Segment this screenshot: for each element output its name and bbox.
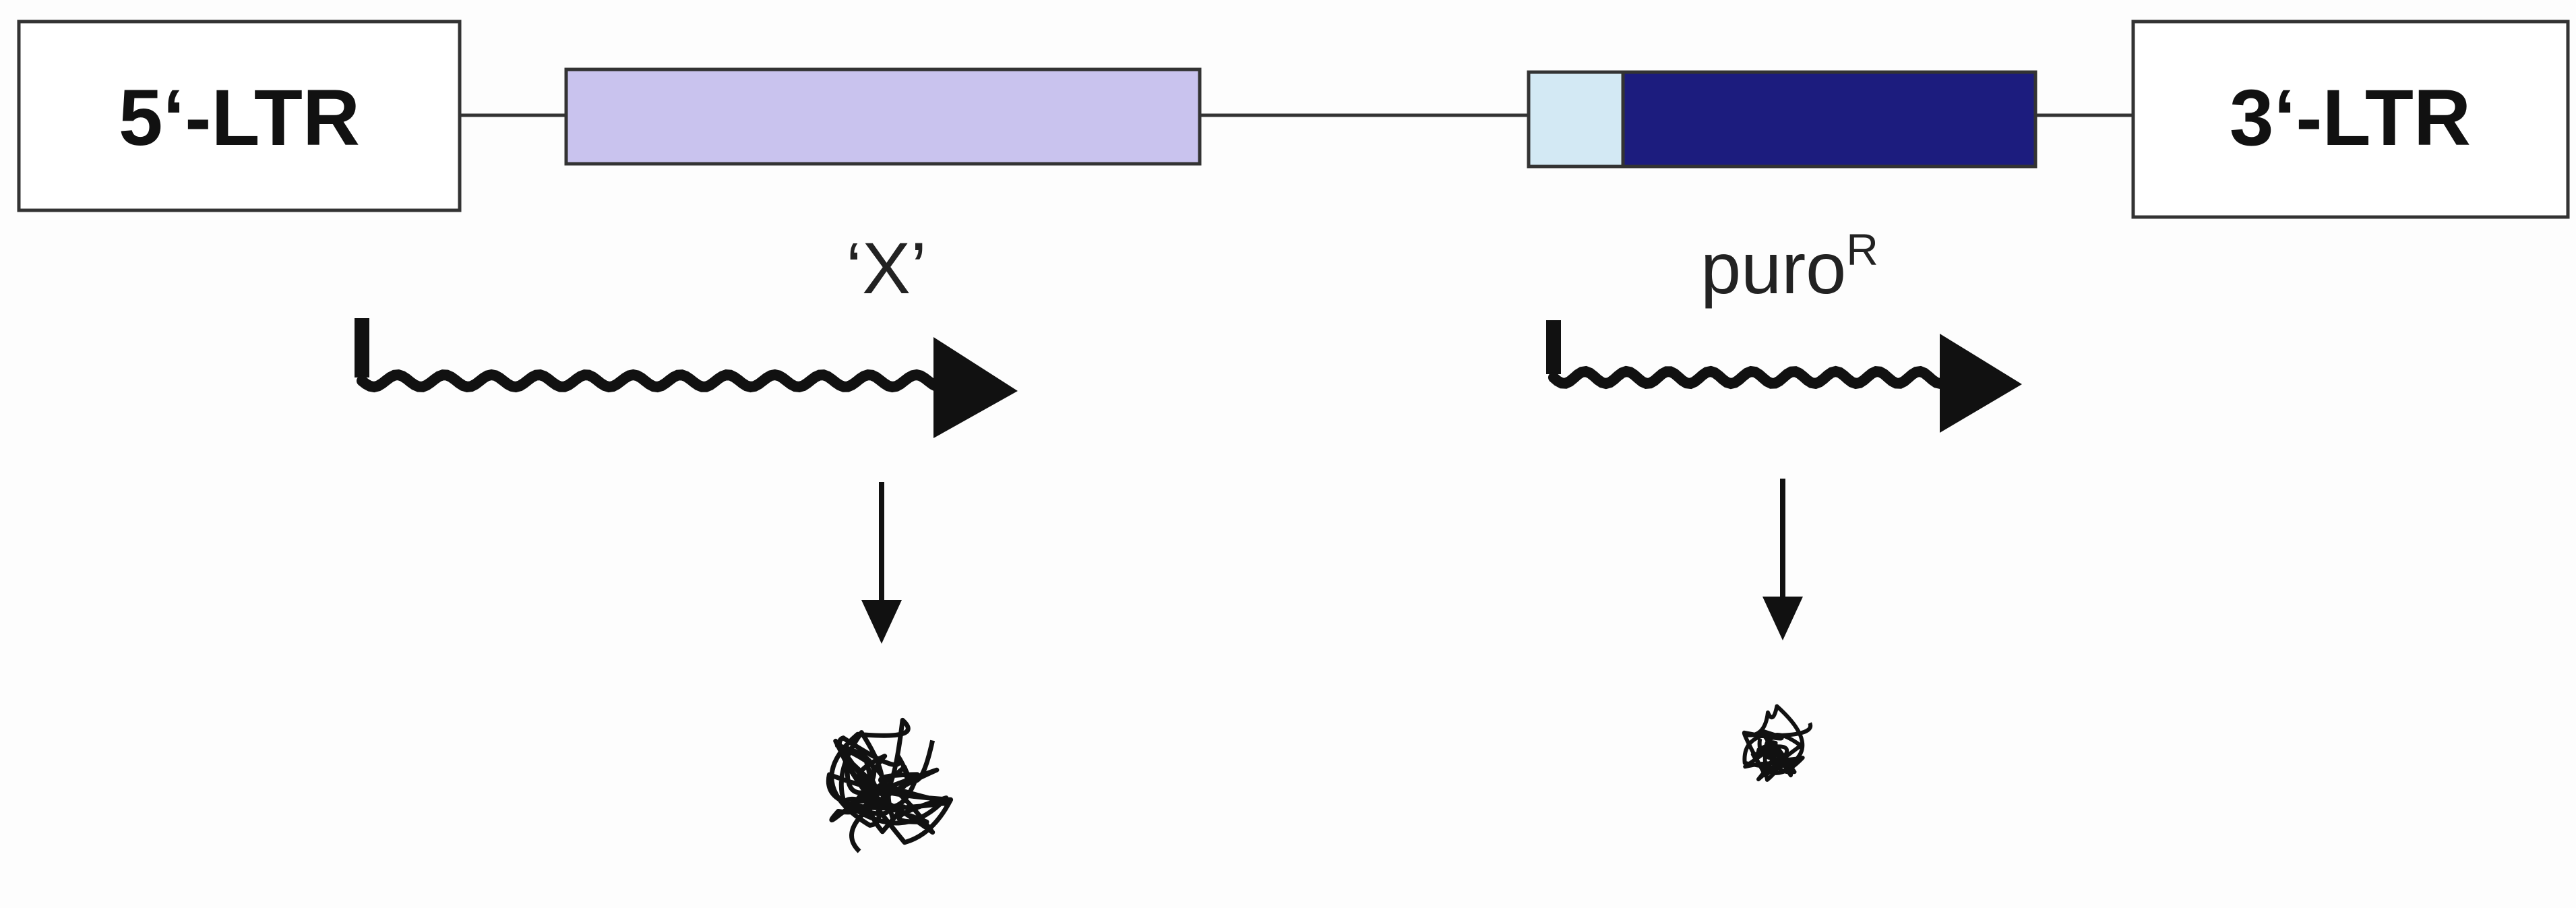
translation-arrow-puro [1762, 479, 1803, 640]
ltr-5-box: 5‘-LTR [17, 20, 462, 212]
transcript-puro-arrow [1546, 320, 2022, 433]
mrna-wave-x [357, 369, 942, 393]
puro-label: puro [1700, 227, 1846, 309]
ltr-5-label: 5‘-LTR [119, 73, 360, 162]
transcript-x-arrowhead [933, 337, 1018, 438]
gene-x-label: ‘X’ [846, 227, 927, 309]
translation-arrow-x [861, 482, 902, 644]
gene-x-box [564, 67, 1202, 166]
ltr-3-label: 3‘-LTR [2230, 73, 2471, 162]
protein-coil-icon [826, 717, 954, 853]
mrna-wave-puro [1548, 365, 1950, 390]
protein-coil-path [1742, 704, 1813, 782]
puro-promoter-segment [1527, 70, 1625, 169]
puro-label-group: puroR [1700, 224, 1878, 309]
puro-coding-segment [1621, 70, 2037, 169]
ltr-3-box: 3‘-LTR [2131, 20, 2570, 219]
protein-coil-path [826, 717, 954, 853]
puro-resistance-box [1527, 70, 2037, 169]
transcript-x-arrow [355, 318, 1018, 438]
transcript-puro-arrowhead [1940, 334, 2022, 433]
puro-label-superscript: R [1846, 224, 1878, 274]
protein-coil-icon [1742, 704, 1813, 782]
